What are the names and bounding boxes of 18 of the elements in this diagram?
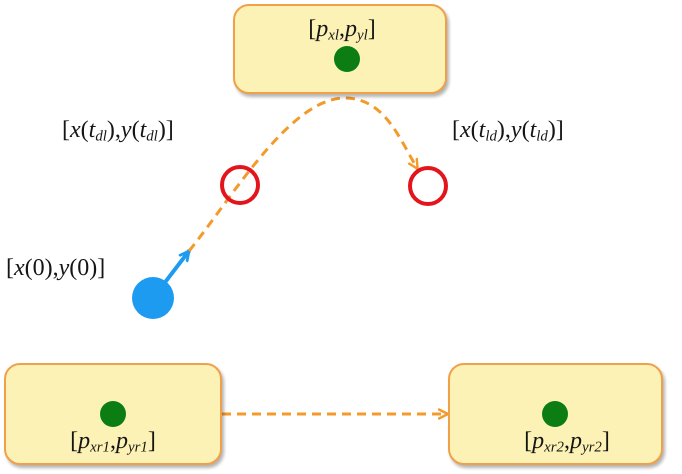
ring-marker bbox=[220, 165, 260, 205]
point-dot bbox=[542, 401, 568, 427]
point-dot bbox=[100, 401, 126, 427]
arrow bbox=[164, 249, 191, 284]
coordinate-label: [p$_{xr2}$,p$_{yr2}$] bbox=[524, 427, 610, 455]
ball-marker bbox=[132, 277, 174, 319]
dashed-arrow bbox=[222, 408, 450, 420]
coordinate-label: [x(t$_{dl}$),y(t$_{dl}$)] bbox=[62, 116, 174, 144]
region-box bbox=[233, 4, 447, 94]
coordinate-label: [p$_{xr1}$,p$_{yr1}$] bbox=[70, 427, 156, 455]
ring-marker bbox=[408, 166, 448, 206]
coordinate-label: [x(t$_{ld}$),y(t$_{ld}$)] bbox=[452, 116, 564, 144]
coordinate-label: [x(0),y(0)] bbox=[6, 254, 106, 282]
region-box bbox=[448, 363, 663, 465]
coordinate-label: [p$_{xl}$,p$_{yl}$] bbox=[308, 15, 376, 43]
point-dot bbox=[334, 46, 360, 72]
trajectory-arrow bbox=[188, 96, 419, 252]
region-box bbox=[4, 363, 222, 465]
